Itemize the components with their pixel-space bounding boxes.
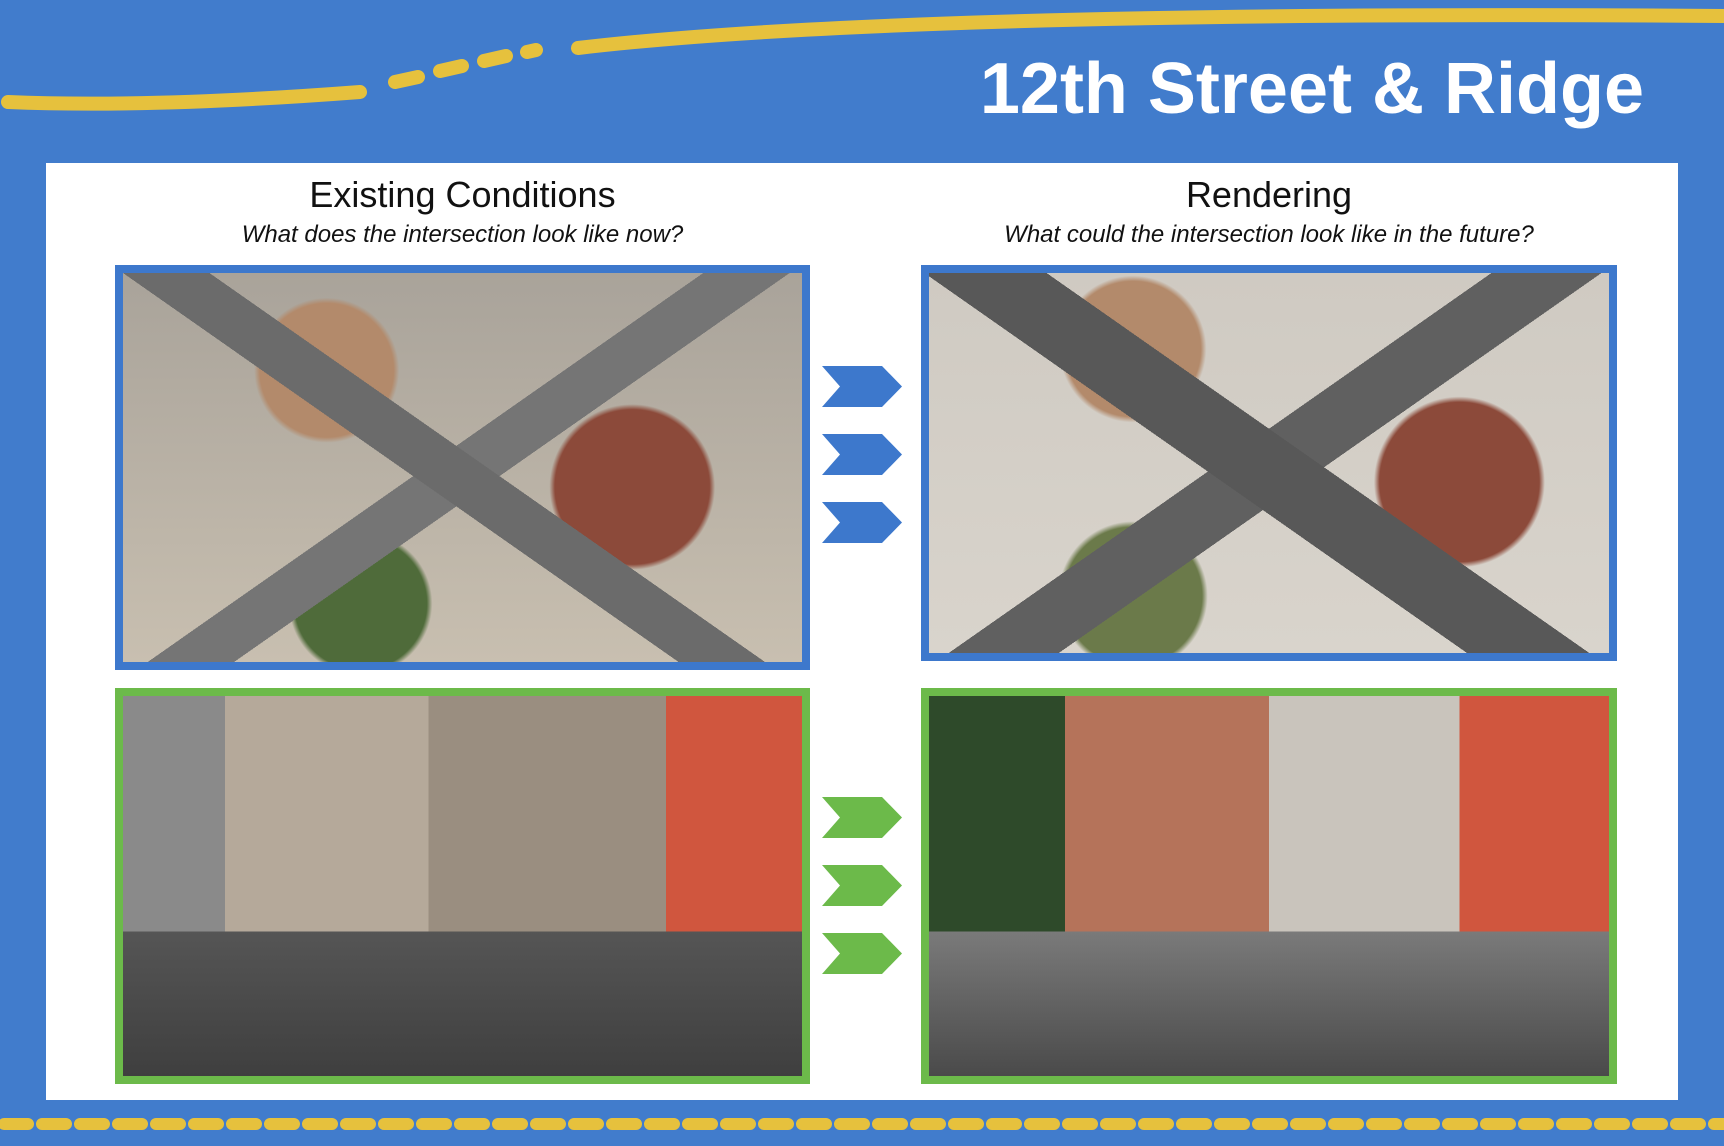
existing-aerial-photo bbox=[115, 265, 810, 670]
rendering-header: Rendering What could the intersection lo… bbox=[921, 174, 1617, 250]
chevron-right-icon bbox=[822, 366, 902, 407]
chevron-right-icon bbox=[822, 434, 902, 475]
existing-heading: Existing Conditions bbox=[309, 174, 616, 215]
existing-header: Existing Conditions What does the inters… bbox=[115, 174, 810, 250]
rendering-subheading: What could the intersection look like in… bbox=[1004, 221, 1534, 248]
chevron-right-icon bbox=[822, 797, 902, 838]
chevron-right-icon bbox=[822, 502, 902, 543]
existing-subheading: What does the intersection look like now… bbox=[241, 221, 684, 248]
existing-street-photo bbox=[115, 688, 810, 1084]
rendering-aerial-image bbox=[921, 265, 1617, 661]
rendering-street-image bbox=[921, 688, 1617, 1084]
chevron-right-icon bbox=[822, 865, 902, 906]
chevron-right-icon bbox=[822, 933, 902, 974]
page-title: 12th Street & Ridge bbox=[979, 49, 1644, 129]
rendering-heading: Rendering bbox=[1185, 174, 1353, 215]
